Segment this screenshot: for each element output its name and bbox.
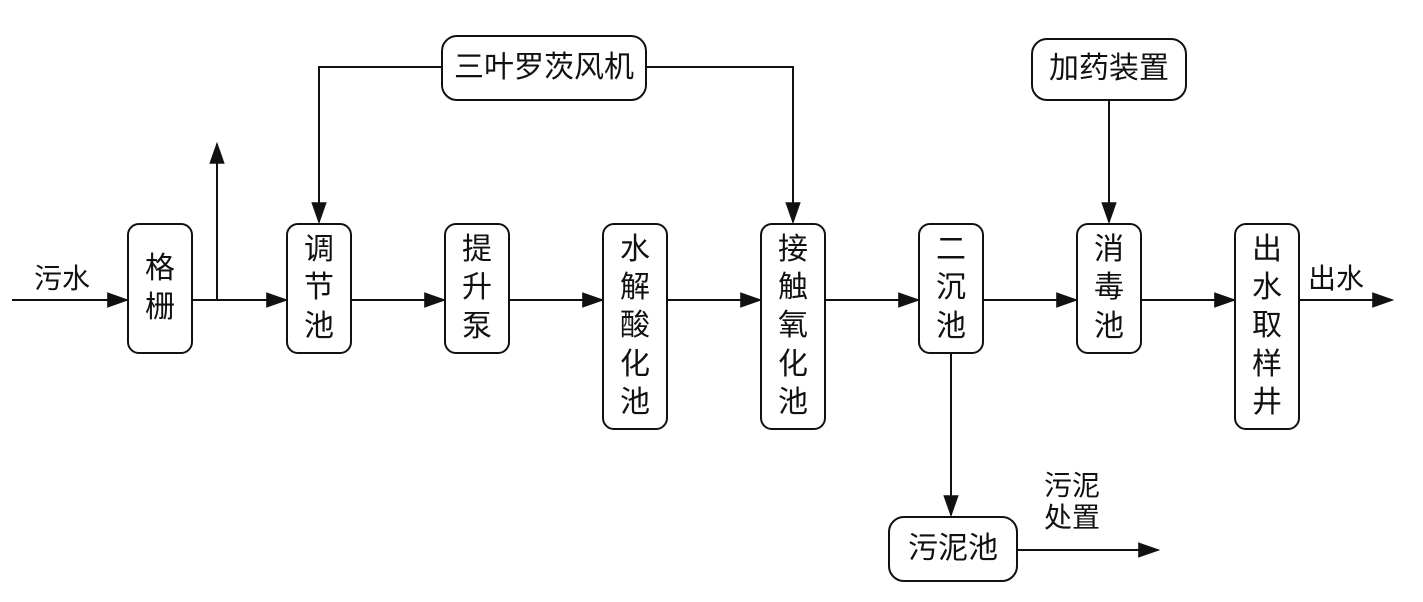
sludge-tank-label: 污泥池 <box>908 530 998 566</box>
outflow-label: 出水 <box>1308 262 1365 295</box>
grille-label: 格栅 <box>145 251 175 325</box>
dosing-device-box: 加药装置 <box>1031 38 1187 101</box>
lift-pump-box: 提升泵 <box>444 223 510 354</box>
roots-blower-label: 三叶罗茨风机 <box>454 49 634 85</box>
disinfection-tank-box: 消毒池 <box>1076 223 1142 354</box>
disinfection-tank-label: 消毒池 <box>1094 231 1124 344</box>
secondary-clarifier-label: 二沉池 <box>936 231 966 344</box>
dosing-device-label: 加药装置 <box>1049 51 1169 87</box>
contact-oxidation-tank-box: 接触氧化池 <box>760 223 826 430</box>
effluent-sampling-well-label: 出水取样井 <box>1252 231 1282 421</box>
inflow-label: 污水 <box>34 262 91 295</box>
roots-blower-box: 三叶罗茨风机 <box>441 35 647 101</box>
arrow-blower-to-equalization <box>311 66 441 225</box>
sludge-disposal-label: 污泥处置 <box>1044 469 1101 535</box>
lift-pump-label: 提升泵 <box>462 231 492 344</box>
hydrolysis-acidification-tank-box: 水解酸化池 <box>602 223 668 430</box>
hydrolysis-acidification-tank-label: 水解酸化池 <box>620 231 650 421</box>
effluent-sampling-well-box: 出水取样井 <box>1234 223 1300 430</box>
equalization-tank-box: 调节池 <box>286 223 352 354</box>
secondary-clarifier-box: 二沉池 <box>918 223 984 354</box>
arrow-blower-to-contact-oxidation <box>647 66 801 225</box>
sludge-tank-box: 污泥池 <box>888 516 1018 582</box>
equalization-tank-label: 调节池 <box>304 231 334 344</box>
grille-box: 格栅 <box>127 223 193 354</box>
contact-oxidation-tank-label: 接触氧化池 <box>778 231 808 421</box>
